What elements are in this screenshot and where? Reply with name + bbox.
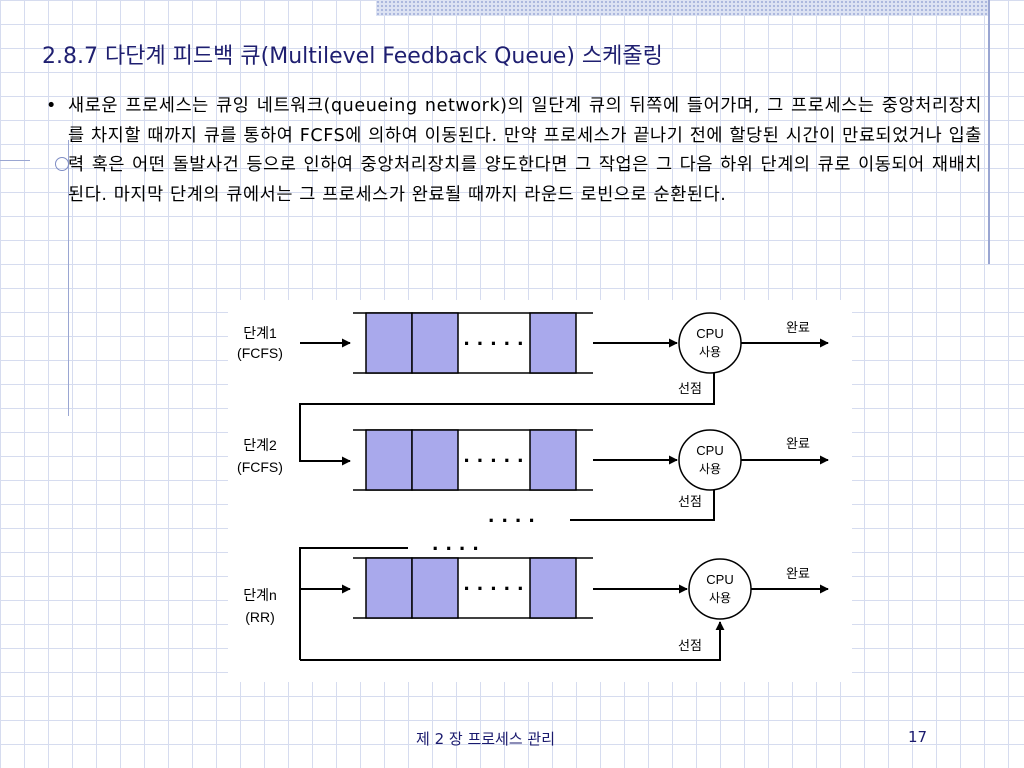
slide-footer: 제 2 장 프로세스 관리 xyxy=(416,730,556,748)
level-n-name: 단계n xyxy=(243,587,277,603)
level-1-cpu xyxy=(678,312,742,374)
between-levels-dots-lower: · · · · xyxy=(432,536,480,561)
left-decor-hline xyxy=(0,160,30,161)
level-2-cpu xyxy=(678,429,742,491)
level-2-complete-label: 완료 xyxy=(786,436,810,451)
level-1-name: 단계1 xyxy=(243,325,277,341)
level-n-cpu-label: CPU xyxy=(706,572,733,587)
level-2-queue-slot xyxy=(529,429,577,491)
level-2-name: 단계2 xyxy=(243,437,277,453)
feedback-arrow-2-out xyxy=(570,490,715,521)
between-levels-dots: · · · · xyxy=(488,508,536,533)
level-n-complete-label: 완료 xyxy=(786,566,810,581)
level-2-queue-dots: · · · · · xyxy=(463,448,524,473)
level-n: 단계n (RR) · · · · · CPU 사용 완료 선점 xyxy=(243,557,829,661)
level-n-queue-slot xyxy=(411,557,459,619)
level-1-queue-slot xyxy=(365,312,413,374)
level-1: 단계1 (FCFS) · · · · · CPU 사용 완료 선점 xyxy=(237,312,829,396)
level-n-round-robin-arrow xyxy=(300,621,725,661)
mlfq-diagram-svg: 단계1 (FCFS) · · · · · CPU 사용 완료 선점 단계2 (F… xyxy=(237,312,829,661)
mlfq-diagram: 단계1 (FCFS) · · · · · CPU 사용 완료 선점 단계2 (F… xyxy=(228,300,852,682)
level-1-queue-slot xyxy=(529,312,577,374)
level-n-queue-dots: · · · · · xyxy=(463,576,524,601)
right-decor-line xyxy=(988,0,990,264)
top-decor-band xyxy=(376,0,988,16)
level-n-cpu-use-label: 사용 xyxy=(709,591,731,605)
page-number: 17 xyxy=(908,728,928,746)
level-1-queue-dots: · · · · · xyxy=(463,331,524,356)
level-n-queue-slot xyxy=(529,557,577,619)
feedback-arrow-into-n xyxy=(299,547,408,594)
feedback-arrow-1-to-2 xyxy=(299,373,715,466)
level-1-queue-slot xyxy=(411,312,459,374)
paragraph-text: 새로운 프로세스는 큐잉 네트워크(queueing network)의 일단계… xyxy=(68,96,982,205)
slide-title: 2.8.7 다단계 피드백 큐(Multilevel Feedback Queu… xyxy=(42,44,663,69)
level-1-cpu-use-label: 사용 xyxy=(699,345,721,359)
level-1-cpu-label: CPU xyxy=(696,326,723,341)
level-2-preempt-label: 선점 xyxy=(678,494,702,509)
level-1-preempt-label: 선점 xyxy=(678,381,702,396)
level-2-cpu-label: CPU xyxy=(696,443,723,458)
level-n-cpu xyxy=(688,558,752,620)
level-n-preempt-label: 선점 xyxy=(678,638,702,653)
decor-ring-icon xyxy=(55,157,69,171)
level-2-queue-slot xyxy=(365,429,413,491)
level-1-policy: (FCFS) xyxy=(237,345,283,361)
level-n-policy: (RR) xyxy=(245,609,275,625)
left-decor-vline xyxy=(68,140,69,416)
level-2-cpu-use-label: 사용 xyxy=(699,462,721,476)
level-2-queue-slot xyxy=(411,429,459,491)
level-n-queue-slot xyxy=(365,557,413,619)
level-2: 단계2 (FCFS) · · · · · CPU 사용 완료 선점 xyxy=(237,429,829,509)
bullet-paragraph: • 새로운 프로세스는 큐잉 네트워크(queueing network)의 일… xyxy=(46,92,982,210)
level-1-complete-label: 완료 xyxy=(786,320,810,335)
level-2-policy: (FCFS) xyxy=(237,459,283,475)
bullet-icon: • xyxy=(46,96,57,116)
